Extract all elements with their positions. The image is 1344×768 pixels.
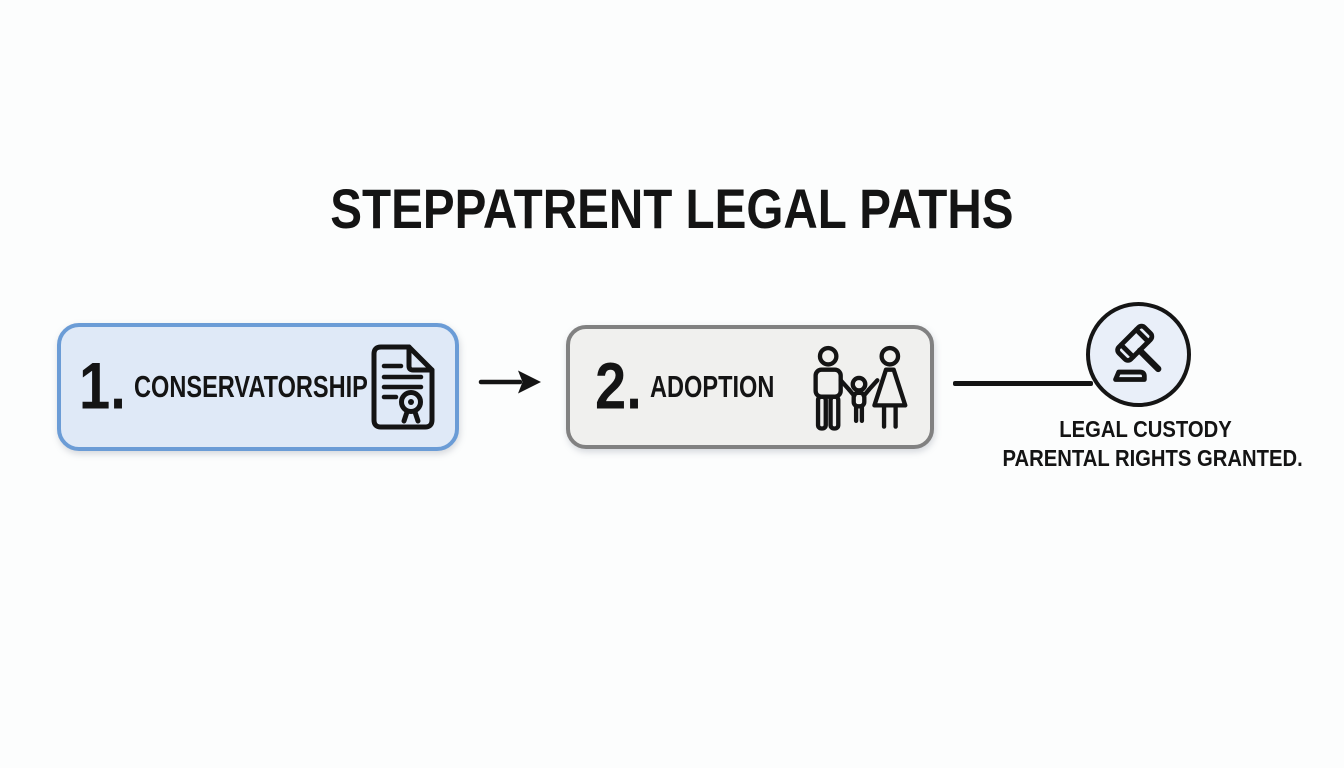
- step-card-adoption: 2. ADOPTION: [566, 325, 934, 449]
- outcome-caption-line2: PARENTAL RIGHTS GRANTED.: [1002, 445, 1303, 471]
- step-card-conservatorship: 1. CONSERVATORSHIP: [57, 323, 459, 451]
- gavel-icon: [1107, 323, 1171, 387]
- connector-line: [953, 381, 1093, 386]
- outcome-circle: [1086, 302, 1191, 407]
- step-number: 2.: [595, 348, 642, 423]
- step-label: CONSERVATORSHIP: [134, 369, 368, 404]
- family-icon: [806, 345, 912, 433]
- outcome-caption-line1: LEGAL CUSTODY: [1059, 416, 1232, 442]
- step-number: 1.: [79, 348, 126, 423]
- page-title-text: STEPPATRENT LEGAL PATHS: [330, 177, 1014, 240]
- page-title: STEPPATRENT LEGAL PATHS: [0, 176, 1344, 241]
- certificate-icon: [369, 343, 437, 431]
- right-arrow-icon: [478, 361, 544, 403]
- outcome-caption: LEGAL CUSTODY PARENTAL RIGHTS GRANTED.: [983, 415, 1308, 473]
- step-label: ADOPTION: [650, 369, 775, 404]
